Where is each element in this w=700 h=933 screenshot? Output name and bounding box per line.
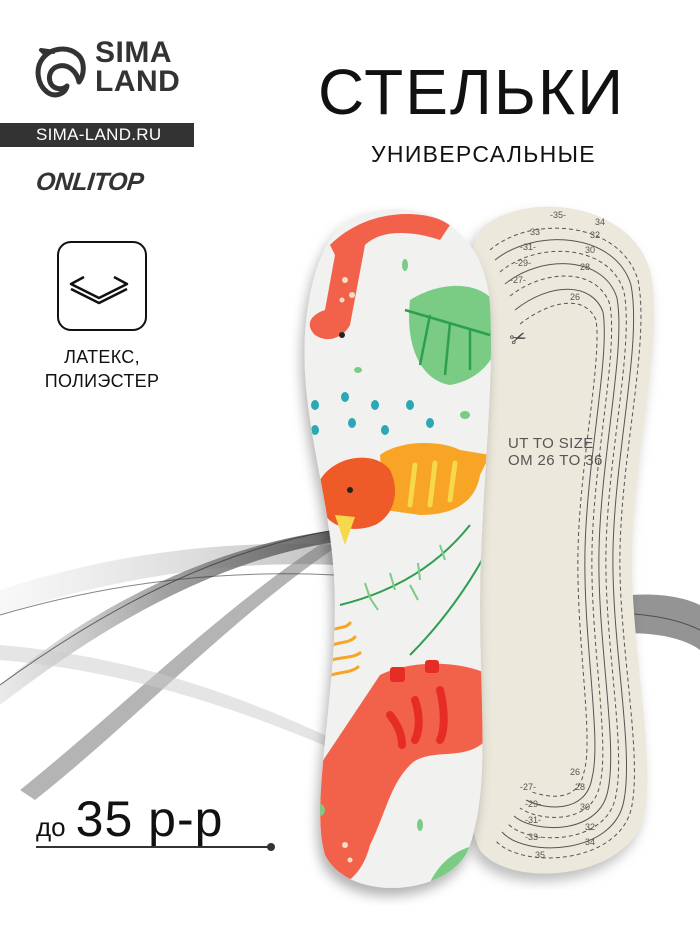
size-prefix: до — [36, 812, 66, 842]
sima-land-logo: SIMA LAND — [33, 38, 193, 104]
sub-brand-label: ONLITOP — [34, 168, 145, 196]
divider-dot — [267, 843, 275, 851]
svg-text:30: 30 — [585, 245, 595, 255]
svg-text:-29-: -29- — [525, 799, 541, 809]
svg-text:-31-: -31- — [525, 815, 541, 825]
svg-text:34: 34 — [595, 217, 605, 227]
svg-text:32: 32 — [585, 822, 595, 832]
logo-line-2: LAND — [95, 65, 181, 98]
product-title: СТЕЛЬКИ — [318, 56, 626, 128]
svg-text:35: 35 — [535, 850, 545, 860]
svg-text:-27-: -27- — [520, 782, 536, 792]
cut-instruction-line-2: OM 26 TO 36 — [508, 452, 603, 469]
svg-text:34: 34 — [585, 837, 595, 847]
product-subtitle: УНИВЕРСАЛЬНЫЕ — [371, 141, 596, 167]
svg-text:-27-: -27- — [510, 275, 526, 285]
svg-text:-29-: -29- — [515, 258, 531, 268]
svg-text:26: 26 — [570, 292, 580, 302]
svg-text:-35-: -35- — [550, 210, 566, 220]
svg-text:-33-: -33- — [525, 832, 541, 842]
svg-text:28: 28 — [580, 262, 590, 272]
svg-text:32: 32 — [590, 230, 600, 240]
insole-back-side: -35- 34 33 32 -31- 30 -29- 28 -27- 26 26 -27- 2… — [463, 206, 655, 874]
website-label: SIMA-LAND.RU — [0, 123, 194, 147]
dolphin-icon — [35, 46, 86, 98]
insole-front-side — [304, 209, 492, 888]
logo-line-1: SIMA — [95, 36, 172, 69]
svg-text:28: 28 — [575, 782, 585, 792]
size-info: до 35 р-р — [36, 790, 223, 848]
insole-print-text: UT TO SIZE OM 26 TO 36 — [508, 435, 603, 469]
logo-wordmark: SIMA LAND — [95, 36, 181, 98]
material-line-2: ПОЛИЭСТЕР — [44, 371, 160, 391]
material-label: ЛАТЕКС, ПОЛИЭСТЕР — [28, 345, 176, 393]
layers-icon — [57, 241, 147, 331]
svg-text:-31-: -31- — [520, 242, 536, 252]
material-line-1: ЛАТЕКС, — [64, 347, 140, 367]
cut-instruction-line-1: UT TO SIZE — [508, 435, 594, 452]
svg-text:30: 30 — [580, 802, 590, 812]
size-value: 35 р-р — [75, 791, 224, 847]
svg-text:26: 26 — [570, 767, 580, 777]
svg-text:33: 33 — [530, 227, 540, 237]
divider-line — [36, 846, 271, 848]
